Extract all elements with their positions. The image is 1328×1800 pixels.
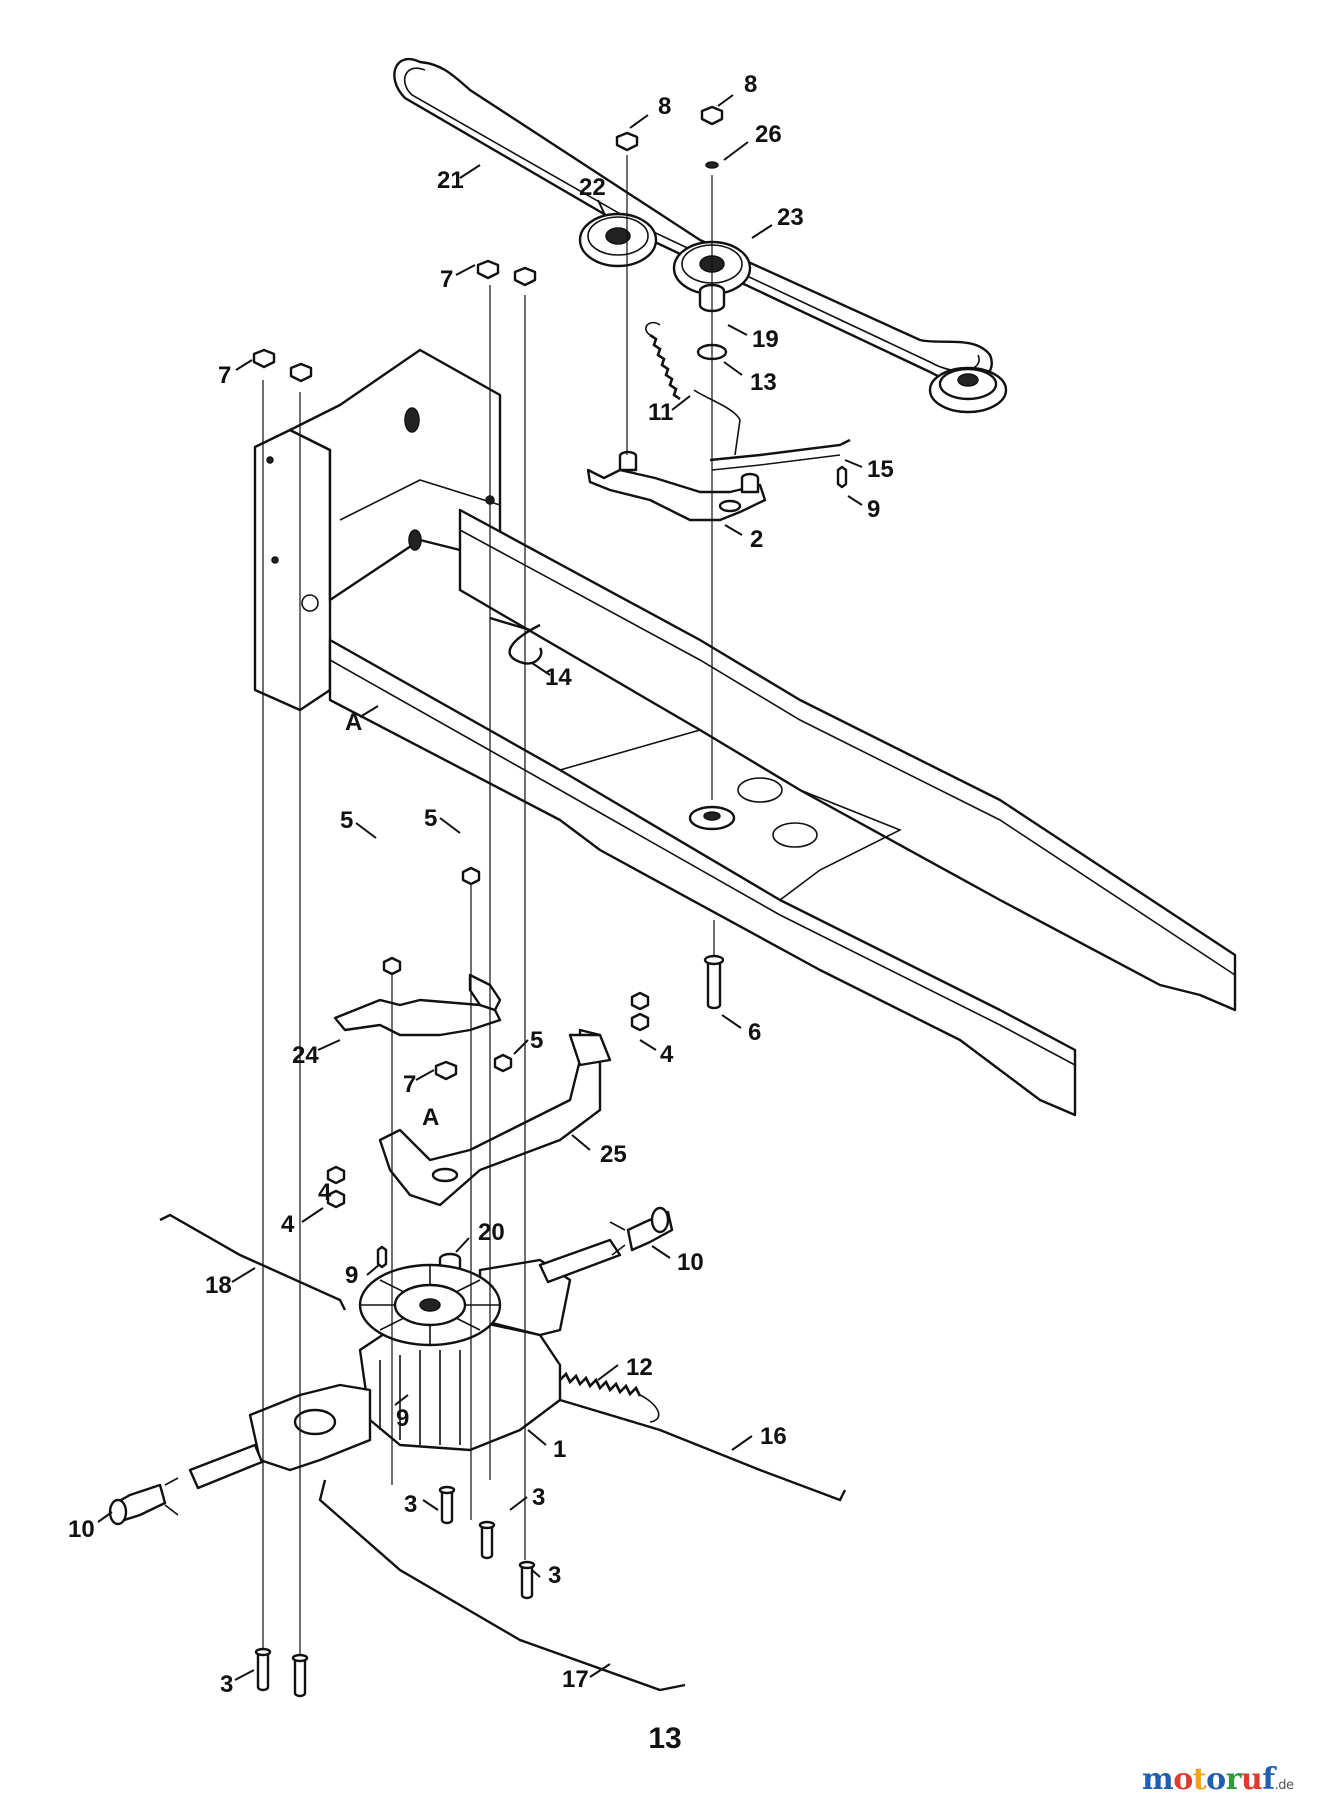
callout-8-left: 8 — [658, 93, 671, 120]
bolt-3-b — [478, 1520, 496, 1560]
bolt-9-lower — [376, 1245, 388, 1269]
screw-5-b — [461, 866, 481, 886]
callout-5-a: 5 — [340, 807, 353, 834]
nut-7-d — [289, 362, 313, 383]
callout-16: 16 — [760, 1423, 787, 1450]
bolt-3-d — [254, 1647, 272, 1692]
watermark-letter: f — [1262, 1762, 1275, 1797]
callout-9-lower: 9 — [345, 1262, 358, 1289]
nut-7-b — [513, 266, 537, 287]
callout-15: 15 — [867, 456, 894, 483]
watermark-letter: m — [1142, 1762, 1174, 1797]
callout-5-c: 5 — [530, 1027, 543, 1054]
drive-belt — [393, 58, 993, 384]
callout-4-left: 4 — [318, 1179, 332, 1206]
callout-A-bracket: A — [422, 1104, 439, 1131]
callout-7-top: 7 — [440, 266, 453, 293]
callout-3-d: 3 — [220, 1671, 233, 1698]
callout-18: 18 — [205, 1272, 232, 1299]
nut-7-e — [434, 1060, 458, 1081]
bolt-4-a — [630, 991, 650, 1011]
bolt-4-d — [326, 1189, 346, 1209]
frame-left-plate — [253, 348, 502, 712]
nut-8-left — [615, 131, 639, 152]
callout-3-a: 3 — [404, 1491, 417, 1518]
callout-9-transaxle: 9 — [396, 1405, 409, 1432]
page-number: 13 — [648, 1722, 682, 1755]
watermark-letter: o — [1173, 1762, 1193, 1797]
watermark-letter: u — [1240, 1762, 1263, 1797]
watermark-letter: o — [1206, 1762, 1226, 1797]
callout-3-c: 3 — [548, 1562, 561, 1589]
bolt-3-e — [291, 1653, 309, 1698]
spring-12 — [559, 1371, 660, 1423]
callout-4-left-dup: 4 — [281, 1211, 295, 1238]
screw-5-a — [382, 956, 402, 976]
bolt-3-c — [518, 1560, 536, 1600]
bolt-3-a — [438, 1485, 456, 1525]
nut-7-c — [252, 348, 276, 369]
output-shaft-left — [188, 1443, 264, 1490]
callout-20: 20 — [478, 1219, 505, 1246]
callout-4-right: 4 — [660, 1041, 674, 1068]
callout-6: 6 — [748, 1019, 761, 1046]
callout-10-left: 10 — [68, 1516, 95, 1543]
callout-1: 1 — [553, 1436, 566, 1463]
bolt-4-c — [326, 1165, 346, 1185]
hub-10-right — [609, 1206, 674, 1256]
callout-5-b: 5 — [424, 805, 437, 832]
callout-13: 13 — [750, 369, 777, 396]
callout-22: 22 — [579, 174, 606, 201]
nut-8-right — [700, 105, 724, 126]
callout-19: 19 — [752, 326, 779, 353]
spring-11 — [645, 321, 741, 456]
callout-17: 17 — [562, 1666, 589, 1693]
callout-14: 14 — [545, 664, 572, 691]
callout-A-frame: A — [345, 709, 362, 736]
callout-9-upper: 9 — [867, 496, 880, 523]
rod-17 — [318, 1479, 686, 1692]
watermark-suffix: .de — [1274, 1778, 1294, 1793]
callout-10-right: 10 — [677, 1249, 704, 1276]
callouts: 8 8 26 21 22 23 7 7 19 13 11 15 9 2 14 A… — [68, 71, 894, 1698]
callout-25: 25 — [600, 1141, 627, 1168]
callout-21: 21 — [437, 167, 464, 194]
bolt-6 — [703, 954, 725, 1010]
frame-floor — [559, 729, 902, 901]
bolt-9-upper — [836, 465, 848, 489]
bracket-25 — [378, 1028, 612, 1207]
output-shaft-right — [538, 1238, 622, 1284]
callout-11: 11 — [648, 399, 673, 426]
callout-7-left: 7 — [218, 362, 231, 389]
callout-8-right: 8 — [744, 71, 757, 98]
idler-bracket — [586, 450, 767, 522]
bracket-24 — [333, 973, 502, 1037]
callout-24: 24 — [292, 1042, 319, 1069]
watermark-letter: r — [1225, 1762, 1242, 1797]
hook-14 — [489, 616, 543, 665]
callout-23: 23 — [777, 204, 804, 231]
watermark-letter: t — [1192, 1762, 1207, 1797]
rod-15 — [709, 438, 851, 471]
callout-2: 2 — [750, 526, 763, 553]
engine-pulley — [928, 366, 1008, 414]
alignment-axes — [262, 155, 715, 1655]
nut-7-a — [476, 259, 500, 280]
washer-26 — [705, 161, 719, 169]
idler-pulley-22 — [578, 212, 658, 268]
callout-7-lower: 7 — [403, 1071, 416, 1098]
rod-16 — [559, 1398, 847, 1502]
callout-3-b: 3 — [532, 1484, 545, 1511]
screw-5-c — [493, 1053, 513, 1073]
callout-26: 26 — [755, 121, 782, 148]
watermark-logo: motoruf.de — [1142, 1762, 1294, 1797]
hub-10-left — [108, 1477, 179, 1526]
shift-rod-18 — [159, 1213, 347, 1311]
bolt-4-b — [630, 1012, 650, 1032]
leader-lines — [97, 94, 863, 1681]
transaxle-fan — [358, 1263, 502, 1347]
callout-12: 12 — [626, 1354, 653, 1381]
